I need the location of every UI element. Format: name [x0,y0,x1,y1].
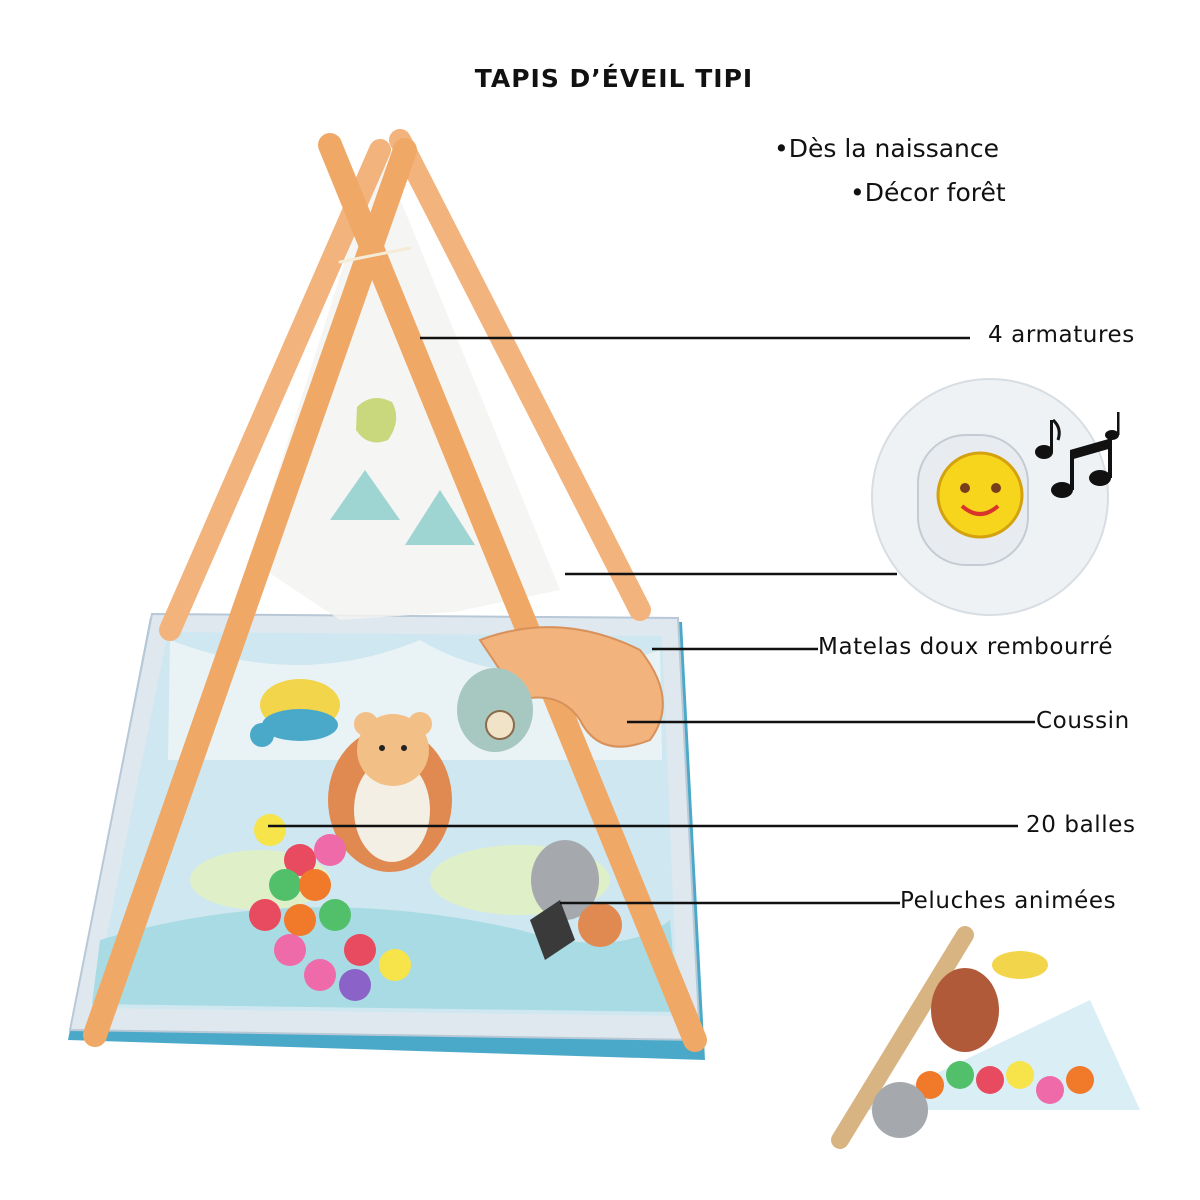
music-toy-zoom [871,378,1109,616]
callout-cushion: Coussin [1036,708,1130,734]
music-notes-icon [1035,412,1120,498]
smiley-toy-icon [936,451,1024,539]
ball-bag [249,814,411,1001]
callout-leader-lines [268,336,1035,905]
cushion [478,626,664,748]
callout-frames: 4 armatures [988,322,1135,348]
callout-mattress: Matelas doux rembourré [818,634,1114,660]
hanging-turtle-toy [250,679,340,747]
plush-inset-photo [831,926,1140,1149]
feature-bullet-birth: •Dès la naissance [774,134,1000,163]
tent-poles [83,129,707,1052]
callout-plush: Peluches animées [900,888,1117,914]
callout-balls: 20 balles [1026,812,1136,838]
bear-illustration [328,712,452,872]
hanging-raccoon-toy [530,840,622,960]
feature-bullet-decor: •Décor forêt [850,178,1006,207]
hanging-fish-toy [457,668,533,752]
page-title: TAPIS D’ÉVEIL TIPI [474,64,754,93]
